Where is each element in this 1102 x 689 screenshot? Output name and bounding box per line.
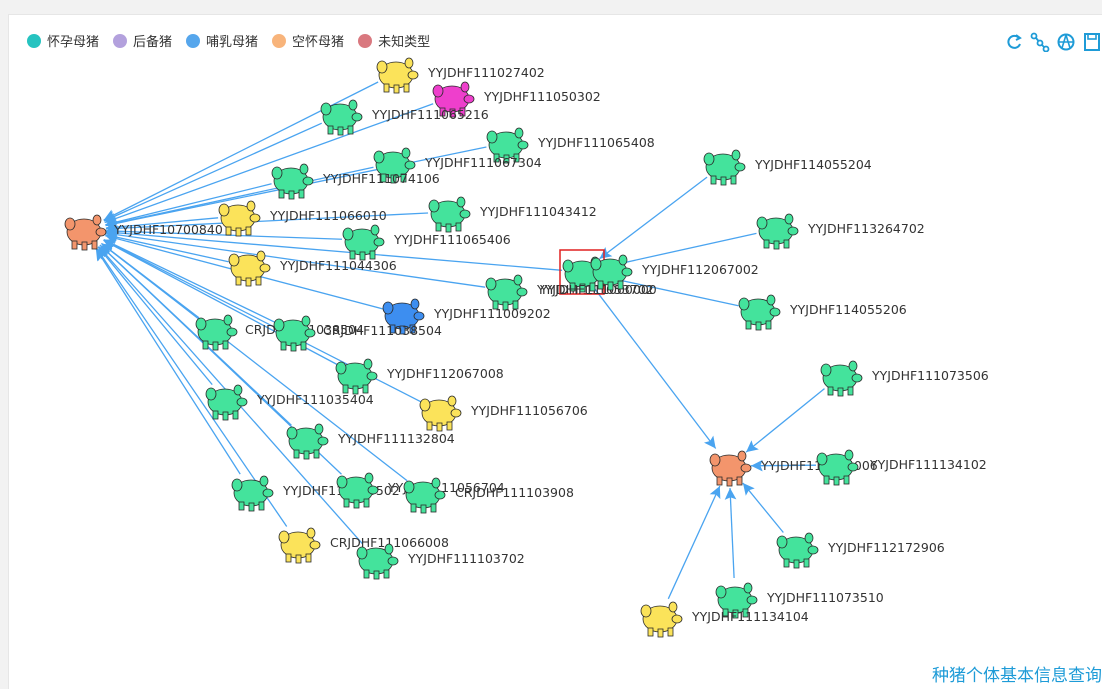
pig-node-k3[interactable]: YYJDHF112172906 [777, 533, 945, 568]
node-label: YYJDHF111132804 [337, 431, 455, 446]
pig-icon[interactable] [486, 275, 527, 310]
pig-icon[interactable] [377, 58, 418, 93]
node-label: YYJDHF112172906 [827, 540, 945, 555]
node-label: YYJDHF111027402 [427, 65, 545, 80]
pig-icon[interactable] [739, 295, 780, 330]
node-label: YYJDHF111065216 [371, 107, 489, 122]
pig-icon[interactable] [229, 251, 270, 286]
pig-icon[interactable] [757, 214, 798, 249]
node-label: YYJDHF111103702 [407, 551, 525, 566]
edge-k5-hubC [668, 486, 720, 599]
pig-node-n15[interactable]: YYJDHF112067008 [336, 359, 504, 394]
pig-icon[interactable] [321, 100, 362, 135]
pig-node-m4[interactable]: YYJDHF114055206 [739, 295, 907, 330]
pig-icon[interactable] [641, 602, 682, 637]
node-label: YYJDHF111074106 [322, 171, 440, 186]
node-label: YYJDHF111050302 [483, 89, 601, 104]
pig-node-n9[interactable]: YYJDHF111065406 [343, 225, 511, 260]
page-title-link[interactable]: 种猪个体基本信息查询 [932, 661, 1102, 686]
node-label: YYJDHF112067002 [641, 262, 759, 277]
node-label: YYJDHF111073510 [766, 590, 884, 605]
pig-icon[interactable] [777, 533, 818, 568]
pig-node-n17[interactable]: YYJDHF111056706 [420, 396, 588, 431]
pig-icon[interactable] [817, 450, 858, 485]
pig-icon[interactable] [232, 476, 273, 511]
pig-icon[interactable] [337, 473, 378, 508]
pig-icon[interactable] [65, 215, 106, 250]
node-label: YYJDHF111073506 [871, 368, 989, 383]
pig-icon[interactable] [219, 201, 260, 236]
node-label: YYJDHF111056706 [470, 403, 588, 418]
node-label: YYJDHF111134104 [691, 609, 809, 624]
pig-icon[interactable] [287, 424, 328, 459]
edge-n1-hubA [104, 82, 378, 220]
edge-n19-hubA [96, 249, 240, 475]
pig-node-k1[interactable]: YYJDHF111073506 [821, 361, 989, 396]
pig-icon[interactable] [357, 544, 398, 579]
edge-k3-hubC [743, 483, 783, 532]
pig-node-m2[interactable]: YYJDHF113264702 [757, 214, 925, 249]
pig-icon[interactable] [206, 385, 247, 420]
node-label: YYJDHF111044306 [279, 258, 397, 273]
node-label: YYJDHF111067304 [424, 155, 542, 170]
pig-icon[interactable] [274, 316, 315, 351]
pig-node-hubA[interactable]: YYJDHF10700840 [65, 215, 223, 250]
pig-node-n6[interactable]: YYJDHF111074106 [272, 164, 440, 199]
node-label: YYJDHF114055204 [754, 157, 872, 172]
pig-icon[interactable] [429, 197, 470, 232]
node-label: YYJDHF10700840 [113, 222, 223, 237]
pig-icon[interactable] [420, 396, 461, 431]
pig-icon[interactable] [821, 361, 862, 396]
pig-icon[interactable] [279, 528, 320, 563]
node-label: YYJDHF111035404 [256, 392, 374, 407]
edge-m1-hubB [600, 177, 708, 259]
pig-node-m1[interactable]: YYJDHF114055204 [704, 150, 872, 185]
node-label: YYJDHF111009202 [433, 306, 551, 321]
edge-k1-hubC [746, 389, 824, 453]
nodes-layer: YYJDHF10700840 YYJDHF111027402YYJDHF11105… [65, 58, 989, 637]
pig-icon[interactable] [336, 359, 377, 394]
pig-node-k2[interactable]: YYJDHF111134102 [817, 450, 987, 485]
pig-icon[interactable] [704, 150, 745, 185]
node-label: YYJDHF113264702 [807, 221, 925, 236]
node-label: YYJDHF111134102 [869, 457, 987, 472]
node-label: CRJDHF111103908 [455, 485, 574, 500]
edge-k4-hubC [730, 488, 734, 578]
edge-hubB-hubC [594, 288, 716, 449]
node-label: YYJDHF114055206 [789, 302, 907, 317]
node-label: YYJDHF111065406 [393, 232, 511, 247]
node-label: CRJDHF111038504 [323, 323, 442, 338]
node-label: YYJDHF111043412 [479, 204, 597, 219]
pig-icon[interactable] [272, 164, 313, 199]
pig-icon[interactable] [710, 451, 751, 486]
node-label: YYJDHF111066010 [269, 208, 387, 223]
node-label: YYJDHF111065408 [537, 135, 655, 150]
pig-node-n8[interactable]: YYJDHF111043412 [429, 197, 597, 232]
node-label: YYJDHF112067008 [386, 366, 504, 381]
pig-icon[interactable] [404, 478, 445, 513]
